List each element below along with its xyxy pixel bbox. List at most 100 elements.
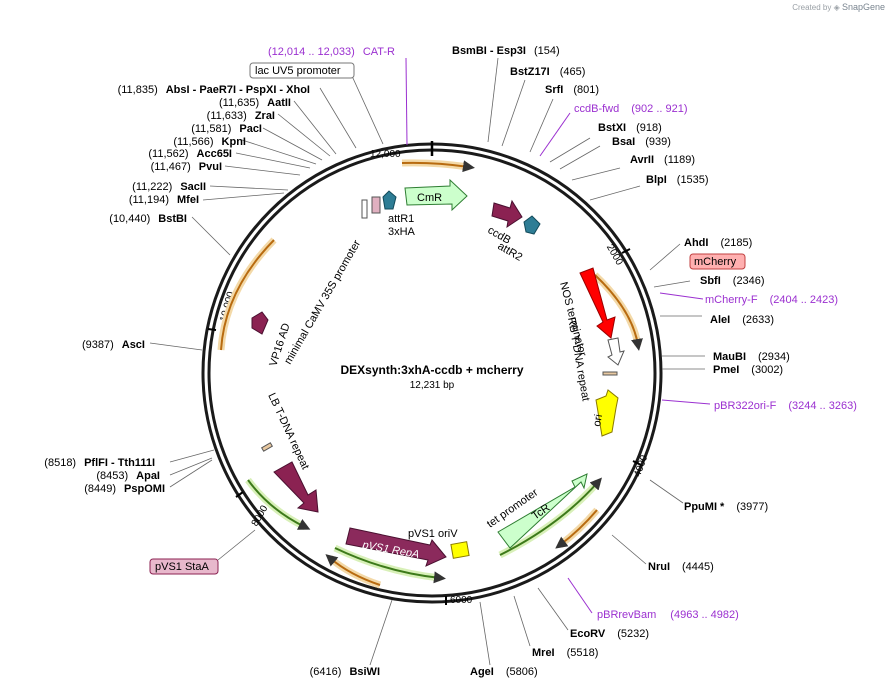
svg-text:(6416)BsiWI: (6416)BsiWI [310,666,380,678]
pvs1-oriv-feature[interactable] [450,541,470,559]
svg-text:(9387)AscI: (9387)AscI [82,339,145,351]
orf-arc-top [401,160,475,173]
pvs1-staa-leader [217,529,256,561]
pvs1-staa-label: pVS1 StaA [155,561,209,573]
left-maroon-feature[interactable] [273,461,319,513]
primer-pbr322ori-f[interactable]: pBR322ori-F [714,400,777,412]
site-blpi[interactable]: BlpI [646,174,667,186]
site-mrei[interactable]: MreI [532,647,555,659]
svg-text:(8518)PflFI - Tth111I: (8518)PflFI - Tth111I [44,457,155,469]
tcr-feature[interactable] [497,473,588,549]
repa-feature[interactable] [345,527,447,567]
site-acc65i[interactable]: Acc65I [197,148,232,160]
svg-text:BsaI(939): BsaI(939) [612,136,671,148]
site-asci[interactable]: AscI [122,339,145,351]
svg-text:(8453)ApaI: (8453)ApaI [96,470,160,482]
site-alei[interactable]: AleI [710,314,730,326]
svg-text:(11,194)MfeI: (11,194)MfeI [129,194,199,206]
site-maubi[interactable]: MauBI [713,351,746,363]
cmr-label: CmR [417,192,442,204]
rb-feature[interactable] [602,371,618,376]
site-pvui[interactable]: PvuI [199,161,222,173]
plasmid-name: DEXsynth:3xhA-ccdb + mcherry [340,363,523,377]
svg-text:MreI(5518): MreI(5518) [532,647,598,659]
lb-feature[interactable] [260,442,274,452]
svg-text:(11,566)KpnI: (11,566)KpnI [173,136,246,148]
site-pspomi[interactable]: PspOMI [124,483,165,495]
snapgene-watermark: Created by ◈ SnapGene [792,2,885,12]
svg-text:AleI(2633): AleI(2633) [710,314,774,326]
site-paci[interactable]: PacI [239,123,262,135]
primer-ccdb-fwd[interactable]: ccdB-fwd [574,103,619,115]
site-agei[interactable]: AgeI [470,666,494,678]
site-bstxi[interactable]: BstXI [598,122,626,134]
site-bsai[interactable]: BsaI [612,136,635,148]
site-absi-xhoi[interactable]: AbsI - PaeR7I - PspXI - XhoI [166,84,310,96]
site-srfi[interactable]: SrfI [545,84,563,96]
ccdb-feature[interactable] [491,199,523,229]
snapgene-brand: SnapGene [841,2,885,12]
site-avrii[interactable]: AvrII [630,154,654,166]
lac-promoter-label: lac UV5 promoter [255,65,341,77]
svg-text:mCherry-F(2404 .. 2423): mCherry-F(2404 .. 2423) [705,294,838,306]
camv-label: minimal CaMV 35S promoter [282,238,363,367]
site-ecorv[interactable]: EcoRV [570,628,606,640]
vp16-feature[interactable] [251,311,269,335]
site-mfei[interactable]: MfeI [177,194,199,206]
site-bstbi[interactable]: BstBI [158,213,187,225]
site-sbfi[interactable]: SbfI [700,275,721,287]
attr1-feature[interactable] [382,190,397,210]
svg-text:BstZ17I(465): BstZ17I(465) [510,66,585,78]
svg-text:BstXI(918): BstXI(918) [598,122,662,134]
site-kpni[interactable]: KpnI [222,136,246,148]
pvs1-oriv-label: pVS1 oriV [408,528,458,540]
cmr-feature[interactable] [404,178,468,212]
tick-2000 [621,248,631,254]
ha-feature[interactable] [371,196,381,214]
pvs1-staa-box[interactable] [149,558,219,575]
primer-mcherry-f[interactable]: mCherry-F [705,294,758,306]
site-pflfi[interactable]: PflFI - Tth111I [84,457,155,469]
svg-text:(11,835)AbsI - PaeR7I - PspXI: (11,835)AbsI - PaeR7I - PspXI - XhoI [118,84,310,96]
nos-feature[interactable] [607,337,625,366]
attr1-label: attR1 [388,213,414,225]
primer-cat-r[interactable]: CAT-R [363,46,395,58]
orf-arc-left [220,239,275,351]
mcherry-feature[interactable] [579,267,616,339]
orf-arc-lb [247,479,311,530]
small-feature-a[interactable] [361,199,368,219]
svg-text:pBR322ori-F(3244 .. 3263): pBR322ori-F(3244 .. 3263) [714,400,857,412]
attr2-label: attR2 [496,240,525,264]
site-ahdi[interactable]: AhdI [684,237,708,249]
site-bsmbi[interactable]: BsmBI - Esp3I [452,45,526,57]
svg-text:(12,014 .. 12,033)CAT-R: (12,014 .. 12,033)CAT-R [268,46,395,58]
svg-text:PpuMI *(3977): PpuMI *(3977) [684,501,768,513]
svg-text:PmeI(3002): PmeI(3002) [713,364,783,376]
site-aatii[interactable]: AatII [267,97,291,109]
plasmid-length: 12,231 bp [410,380,455,391]
svg-text:AhdI(2185): AhdI(2185) [684,237,752,249]
svg-text:ccdB-fwd(902 .. 921): ccdB-fwd(902 .. 921) [574,103,688,115]
snapgene-logo-icon: ◈ [833,3,840,12]
site-bstz17i[interactable]: BstZ17I [510,66,550,78]
tick-label-4000: 4000 [632,453,650,478]
mcherry-box[interactable] [689,253,746,270]
orf-arc-right [594,274,643,351]
attr2-feature[interactable] [523,215,541,235]
site-ppumi[interactable]: PpuMI * [684,501,725,513]
mcherry-box-label: mCherry [694,256,737,268]
svg-text:(11,467)PvuI: (11,467)PvuI [151,161,222,173]
site-bsiwi[interactable]: BsiWI [349,666,380,678]
site-sacii[interactable]: SacII [180,181,206,193]
site-pmei[interactable]: PmeI [713,364,739,376]
svg-text:(11,581)PacI: (11,581)PacI [191,123,262,135]
site-nrui[interactable]: NruI [648,561,670,573]
lac-promoter-box[interactable] [249,62,355,79]
svg-text:(8449)PspOMI: (8449)PspOMI [84,483,165,495]
orf-arc-bottom2 [334,547,446,584]
ori-feature[interactable] [595,389,619,437]
site-apai[interactable]: ApaI [136,470,160,482]
site-zrai[interactable]: ZraI [255,110,275,122]
primer-pbrrevbam[interactable]: pBRrevBam [597,609,656,621]
